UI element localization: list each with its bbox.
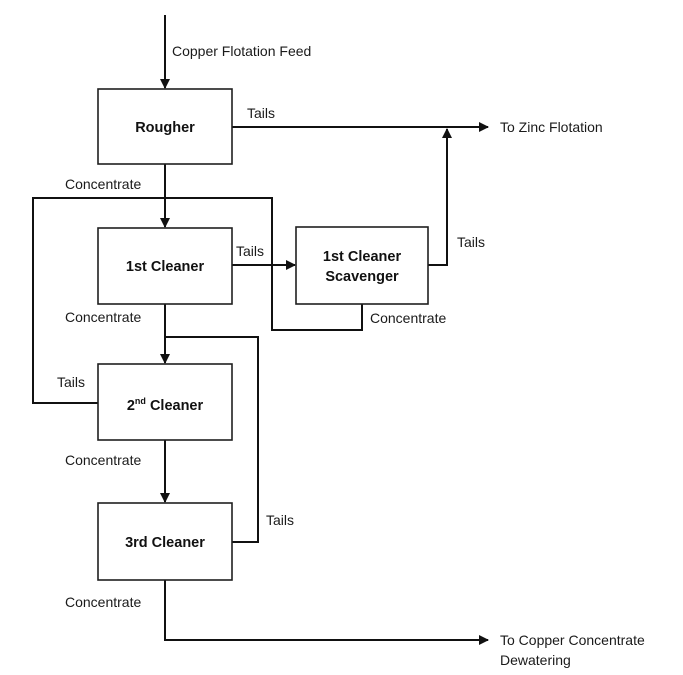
cleaner3-concentrate-label: Concentrate (65, 594, 141, 610)
cleaner1-unit: 1st Cleaner (97, 227, 233, 305)
cleaner3-tails-recycle (165, 336, 259, 543)
cleaner2-label: 2nd Cleaner (127, 396, 204, 414)
zinc-flotation-label: To Zinc Flotation (500, 119, 603, 135)
cleaner3-tails-label: Tails (266, 512, 294, 528)
copper-dewatering-label-line2: Dewatering (500, 652, 571, 668)
cleaner2-unit: 2nd Cleaner (97, 363, 233, 441)
scavenger-label-line2: Scavenger (325, 269, 399, 285)
rougher-unit: Rougher (97, 88, 233, 165)
cleaner1-concentrate-label: Concentrate (65, 309, 141, 325)
scavenger-tails-arrow (428, 128, 452, 266)
feed-label: Copper Flotation Feed (172, 43, 311, 59)
copper-dewatering-label-line1: To Copper Concentrate (500, 632, 645, 648)
rougher-tails-label: Tails (247, 105, 275, 121)
cleaner3-label: 3rd Cleaner (125, 535, 205, 551)
cleaner2-label-number: 2 (127, 398, 135, 414)
scavenger-unit: 1st Cleaner Scavenger (295, 226, 429, 305)
scavenger-tails-label: Tails (457, 234, 485, 250)
cleaner3-unit: 3rd Cleaner (97, 502, 233, 581)
rougher-concentrate-label: Concentrate (65, 176, 141, 192)
cleaner3-concentrate-arrow (164, 580, 489, 645)
cleaner1-tails-label: Tails (236, 243, 264, 259)
cleaner1-label: 1st Cleaner (126, 259, 205, 275)
scavenger-concentrate-label: Concentrate (370, 310, 446, 326)
rougher-label: Rougher (135, 120, 195, 136)
cleaner2-tails-label: Tails (57, 374, 85, 390)
cleaner2-concentrate-label: Concentrate (65, 452, 141, 468)
cleaner2-label-word: Cleaner (146, 398, 204, 414)
cleaner2-label-superscript: nd (135, 396, 146, 406)
scavenger-label-line1: 1st Cleaner (323, 249, 402, 265)
cleaner2-tails-recycle (32, 197, 165, 404)
scavenger-concentrate-recycle (165, 197, 363, 331)
